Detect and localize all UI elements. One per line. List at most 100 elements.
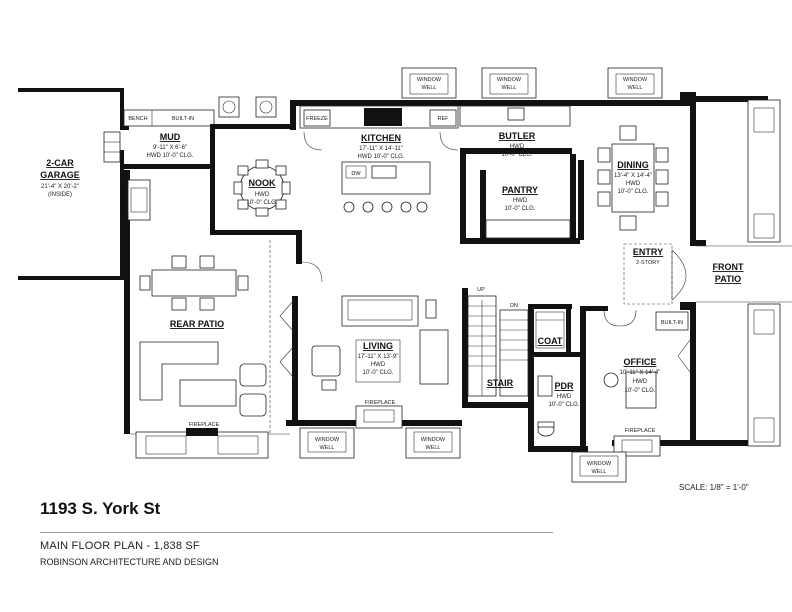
- sink-icon: [371, 165, 397, 179]
- entry-note: 2-STORY: [636, 260, 660, 266]
- pantry-label: PANTRY: [502, 185, 538, 195]
- nook-floor: HWD: [255, 192, 270, 198]
- living-label: LIVING: [363, 341, 393, 351]
- dining: DINING 13'-4" X 14'-4" HWD 10'-0" CLG.: [597, 125, 669, 231]
- garage-label-2: GARAGE: [40, 170, 80, 180]
- window-well-label: WELL: [320, 445, 335, 451]
- window-well-label: WELL: [422, 85, 437, 91]
- butler-ceiling: 10'-0" CLG.: [502, 152, 533, 158]
- mud-ceiling: HWD 10'-0" CLG.: [147, 153, 194, 159]
- dining-table: [611, 143, 655, 213]
- pantry-floor: HWD: [513, 198, 528, 204]
- dining-ceiling: 10'-0" CLG.: [618, 189, 649, 195]
- address-title: 1193 S. York St: [40, 499, 161, 518]
- office-builtin-label: BUILT-IN: [661, 320, 683, 326]
- front-patio-label-1: FRONT: [713, 262, 744, 272]
- kitchen-label: KITCHEN: [361, 133, 401, 143]
- pdr-label: PDR: [554, 381, 574, 391]
- living-sofa: [341, 295, 419, 327]
- rear-fireplace-label: FIREPLACE: [189, 422, 220, 428]
- office-ceiling: 10'-0" CLG.: [625, 388, 656, 394]
- title-divider: [40, 532, 553, 533]
- pantry-ceiling: 10'-0" CLG.: [505, 206, 536, 212]
- washer-dryer: [218, 96, 277, 118]
- nook-ceiling: 10'-0" CLG.: [247, 200, 278, 206]
- window-well-label: WINDOW: [315, 437, 340, 443]
- refrigerator-label: REF: [438, 116, 450, 122]
- vanity-icon: [537, 375, 553, 397]
- coffee-table: [179, 379, 237, 407]
- office-dims: 10'-11" X 14'-4": [620, 370, 661, 376]
- dishwasher-label: DW: [351, 171, 361, 177]
- entry: ENTRY 2-STORY: [603, 243, 687, 327]
- stair-up-label: UP: [477, 287, 485, 293]
- coat-label: COAT: [538, 336, 563, 346]
- freezer-label: FREEZE: [306, 116, 328, 122]
- living-floor: HWD: [371, 362, 386, 368]
- dining-dims: 13'-4" X 14'-4": [614, 173, 652, 179]
- living: LIVING 17'-11" X 13'-9" HWD 10'-0" CLG. …: [279, 261, 449, 429]
- garage-area: 2-CAR GARAGE 21'-4" X 20'-2" (INSIDE): [18, 88, 124, 280]
- mud-builtin-label: BUILT-IN: [172, 116, 194, 122]
- kitchen: FREEZE REF KITCHEN 17'-11" X 14'-11" HWD…: [299, 105, 459, 213]
- office-desk: [625, 371, 657, 409]
- stair: UP DN STAIR: [467, 287, 529, 397]
- office-chair: [603, 372, 619, 388]
- lounge-chair: [239, 363, 267, 387]
- window-well-bottom-2: WINDOW WELL: [405, 427, 461, 459]
- nook: NOOK HWD 10'-0" CLG.: [233, 159, 291, 217]
- window-well-label: WINDOW: [587, 461, 612, 467]
- rear-patio-label: REAR PATIO: [170, 319, 224, 329]
- mud-label: MUD: [160, 132, 181, 142]
- rear-patio-area: REAR PATIO FIREPLACE: [124, 170, 290, 459]
- office: BUILT-IN OFFICE 10'-11" X 14'-4" HWD 10'…: [603, 311, 691, 457]
- pdr-ceiling: 10'-0" CLG.: [549, 402, 580, 408]
- kitchen-dims: 17'-11" X 14'-11": [359, 146, 403, 152]
- patio-table: [151, 269, 237, 297]
- window-well-label: WINDOW: [421, 437, 446, 443]
- window-well-label: WINDOW: [497, 77, 522, 83]
- bench-label: BENCH: [128, 116, 147, 122]
- plan-subtitle: MAIN FLOOR PLAN - 1,838 SF: [40, 540, 200, 552]
- living-dims: 17'-11" X 13'-9": [358, 354, 399, 360]
- front-patio-label-2: PATIO: [715, 274, 741, 284]
- living-armchair: [311, 345, 341, 377]
- pdr-floor: HWD: [557, 394, 572, 400]
- stair-down-label: DN: [510, 303, 518, 309]
- window-well-label: WELL: [592, 469, 607, 475]
- kitchen-ceiling: HWD 10'-0" CLG.: [358, 154, 405, 160]
- office-floor: HWD: [633, 379, 648, 385]
- mud-room: BENCH BUILT-IN MUD 9'-11" X 6'-6" HWD 10…: [103, 109, 215, 169]
- living-ceiling: 10'-0" CLG.: [363, 370, 394, 376]
- window-well-label: WINDOW: [417, 77, 442, 83]
- window-well-bottom-1: WINDOW WELL: [299, 427, 355, 459]
- butler-floor: HWD: [510, 144, 525, 150]
- garage-note: (INSIDE): [48, 192, 72, 198]
- coat-and-powder: COAT PDR HWD 10'-0" CLG.: [535, 311, 580, 437]
- garage-dims: 21'-4" X 20'-2": [41, 184, 79, 190]
- window-well-label: WELL: [628, 85, 643, 91]
- living-fireplace-label: FIREPLACE: [365, 400, 396, 406]
- nook-label: NOOK: [249, 178, 277, 188]
- window-well-label: WELL: [502, 85, 517, 91]
- garage-label-1: 2-CAR: [46, 158, 74, 168]
- living-loveseat: [419, 329, 449, 385]
- stair-label: STAIR: [487, 378, 514, 388]
- mud-dims: 9'-11" X 6'-6": [153, 145, 187, 151]
- butler-pantry: BUTLER HWD 10'-0" CLG.: [459, 105, 571, 158]
- window-well-top-2: WINDOW WELL: [481, 67, 537, 99]
- window-well-bottom-3: WINDOW WELL: [571, 451, 627, 483]
- bar-sink-icon: [507, 107, 525, 121]
- pantry: PANTRY HWD 10'-0" CLG.: [485, 185, 571, 239]
- window-well-label: WELL: [426, 445, 441, 451]
- lounge-chair: [239, 393, 267, 417]
- dining-label: DINING: [617, 160, 649, 170]
- front-patio: FRONT PATIO: [696, 96, 792, 447]
- window-well-top-3: WINDOW WELL: [607, 67, 663, 99]
- office-label: OFFICE: [624, 357, 657, 367]
- firm-name: ROBINSON ARCHITECTURE AND DESIGN: [40, 557, 219, 567]
- sectional-sofa: [139, 341, 219, 401]
- entry-label: ENTRY: [633, 247, 663, 257]
- butler-label: BUTLER: [499, 131, 536, 141]
